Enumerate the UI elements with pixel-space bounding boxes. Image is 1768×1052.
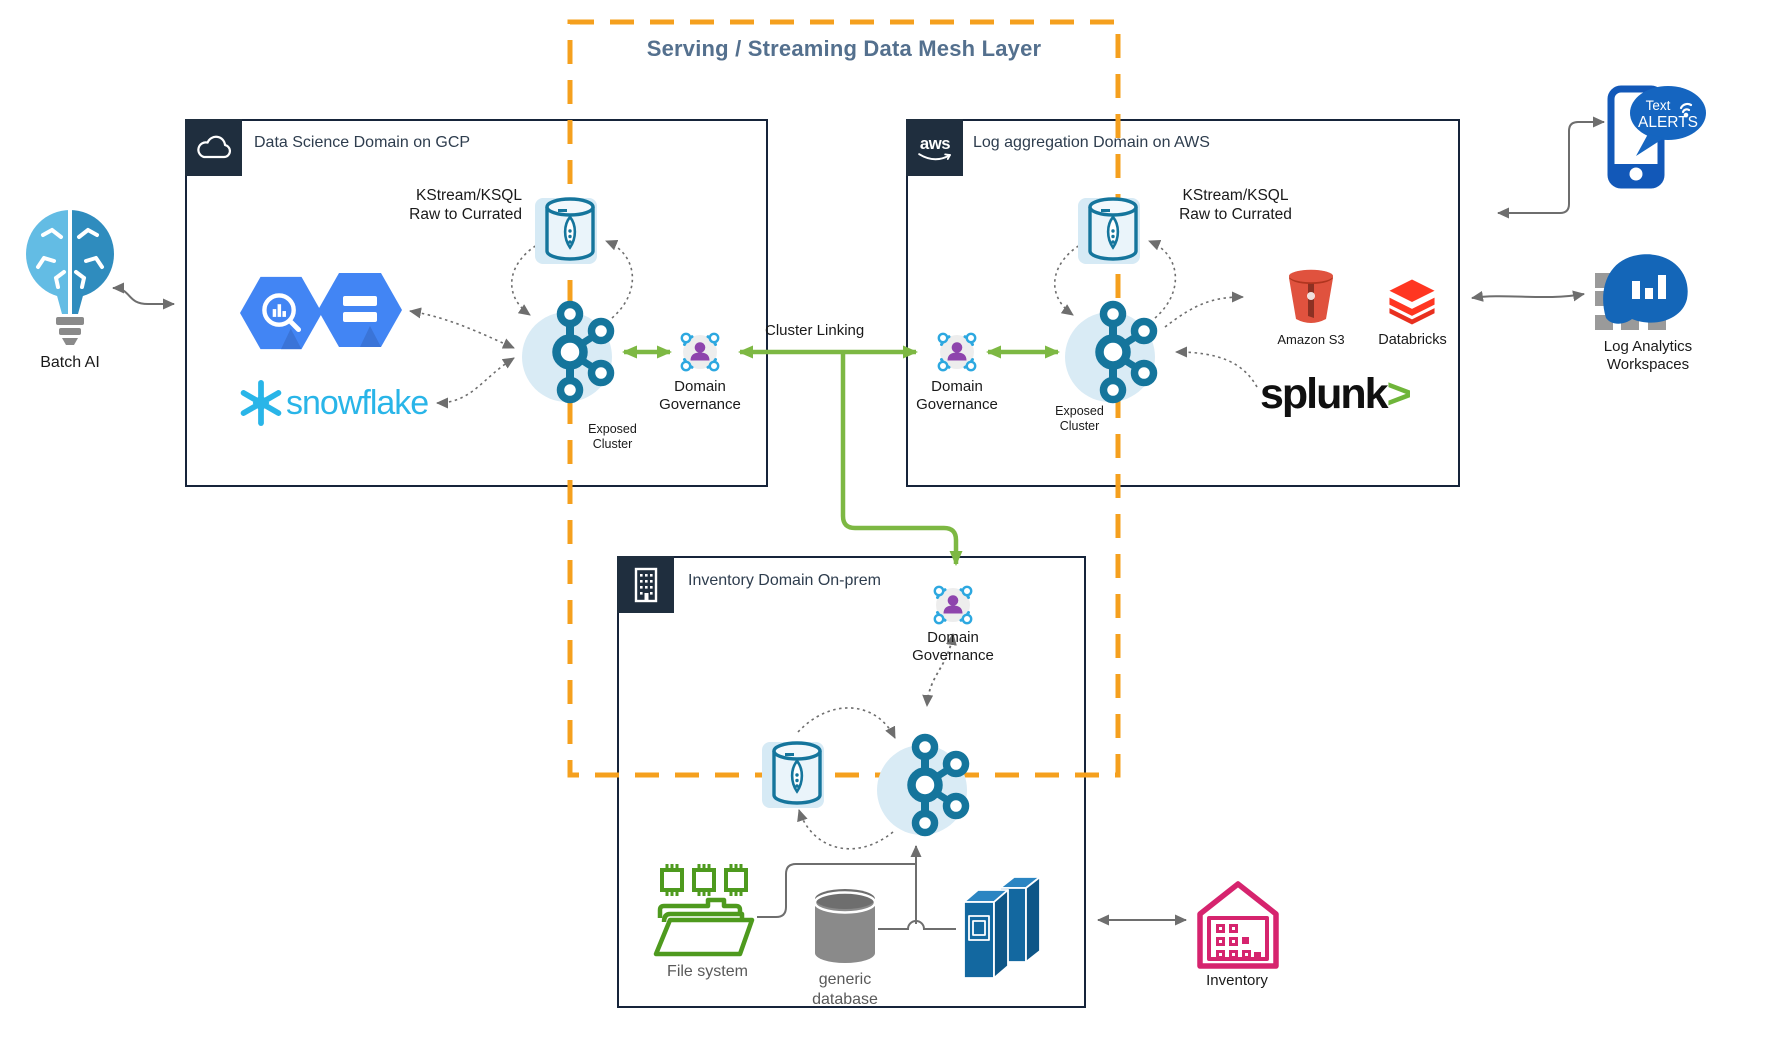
alerts-text-line2: ALERTS: [1638, 114, 1698, 131]
link-log-analytics: [1471, 290, 1585, 302]
alerts-bubble: Text ALERTS: [1630, 86, 1706, 156]
database-cylinder-icon: [813, 889, 877, 963]
aws-domain-governance-icon: [932, 327, 982, 377]
cloud-icon: [196, 135, 231, 158]
generic-database-label: generic database: [812, 971, 878, 1008]
link-cluster-linking-branch: [840, 354, 963, 566]
link-kafka-s3: [1164, 291, 1244, 328]
snowflake-icon: [240, 380, 282, 426]
loop-onprem-kafka-to-ksql: [797, 809, 894, 850]
databricks-icon: [1389, 279, 1435, 325]
link-snowflake-kafka: [436, 357, 515, 409]
link-filesystem-kafka: [757, 863, 916, 918]
onprem-governance-label: Domain Governance: [912, 629, 994, 665]
signal-icon: [1679, 102, 1693, 118]
aws-header-tile: aws: [906, 119, 963, 176]
splunk-chevron: >: [1386, 370, 1412, 418]
cluster-linking-label: Cluster Linking: [765, 322, 865, 339]
snowflake-logo: snowflake: [238, 380, 429, 426]
batch-ai-label: Batch AI: [40, 354, 100, 371]
mesh-layer-title: Serving / Streaming Data Mesh Layer: [646, 36, 1042, 61]
onprem-header-tile: [617, 556, 674, 613]
onprem-domain-label: Inventory Domain On-prem: [688, 572, 881, 589]
loop-onprem-ksql-to-kafka: [797, 707, 896, 739]
gcp-exposed-kafka-cluster-icon: [520, 299, 620, 405]
amazon-s3-bucket-icon: [1289, 269, 1333, 323]
server-towers-icon: [963, 876, 1041, 979]
link-text-alerts: [1497, 116, 1605, 219]
link-onprem-governance-kafka: [922, 633, 957, 707]
inventory-label: Inventory: [1206, 972, 1268, 989]
aws-exposed-kafka-cluster-icon: [1063, 299, 1163, 405]
snowflake-wordmark: snowflake: [286, 384, 429, 422]
onprem-ksql-cylinder-icon: [762, 734, 830, 812]
loop-gcp-kafka-to-ksql: [605, 240, 634, 319]
onprem-domain-governance-icon: [928, 580, 978, 630]
gcp-exposed-cluster-label: Exposed Cluster: [588, 422, 637, 452]
aws-domain-label: Log aggregation Domain on AWS: [973, 134, 1210, 151]
gcp-header-tile: [185, 119, 242, 176]
gcp-domain-governance-icon: [675, 327, 725, 377]
databricks-label: Databricks: [1378, 332, 1447, 348]
gcp-domain-label: Data Science Domain on GCP: [254, 134, 471, 151]
aws-logo: aws: [917, 133, 951, 160]
aws-ksql-cylinder-icon: [1078, 190, 1146, 268]
gcp-ksql-cylinder-icon: [535, 190, 603, 268]
link-database-servers: [878, 920, 956, 930]
building-icon: [634, 567, 657, 602]
amazon-s3-label: Amazon S3: [1277, 332, 1345, 347]
file-system-label: File system: [667, 963, 748, 980]
splunk-wordmark: splunk: [1260, 370, 1389, 418]
onprem-kafka-cluster-icon: [875, 732, 975, 838]
loop-aws-kafka-to-ksql: [1148, 240, 1177, 319]
warehouse-icon: [1197, 881, 1279, 969]
alerts-text-line1: Text: [1646, 98, 1671, 113]
svg-text:aws: aws: [919, 133, 949, 152]
folder-chips-icon: [653, 864, 755, 957]
aws-exposed-cluster-label: Exposed Cluster: [1055, 404, 1104, 434]
log-analytics-label: Log Analytics Workspaces: [1603, 338, 1693, 374]
gcp-bigquery-hexagon-icon: [240, 276, 322, 350]
aws-kstream-label: KStream/KSQL Raw to Currated: [1179, 187, 1292, 223]
log-analytics-workspaces-icon: [1595, 254, 1688, 330]
brain-bulb-icon: [26, 208, 114, 345]
aws-governance-label: Domain Governance: [916, 378, 998, 414]
gcp-kstream-label: KStream/KSQL Raw to Currated: [409, 187, 522, 223]
link-splunk-kafka: [1175, 346, 1258, 388]
aws-domain-box: [906, 119, 1460, 487]
gcp-storage-hexagon-icon: [318, 273, 402, 347]
link-batch-ai: [112, 282, 175, 310]
link-gcp-services-kafka: [409, 307, 515, 349]
phone-text-alerts-icon: Text ALERTS: [1607, 85, 1706, 189]
splunk-logo: splunk>: [1260, 370, 1412, 419]
gcp-governance-label: Domain Governance: [659, 378, 741, 414]
